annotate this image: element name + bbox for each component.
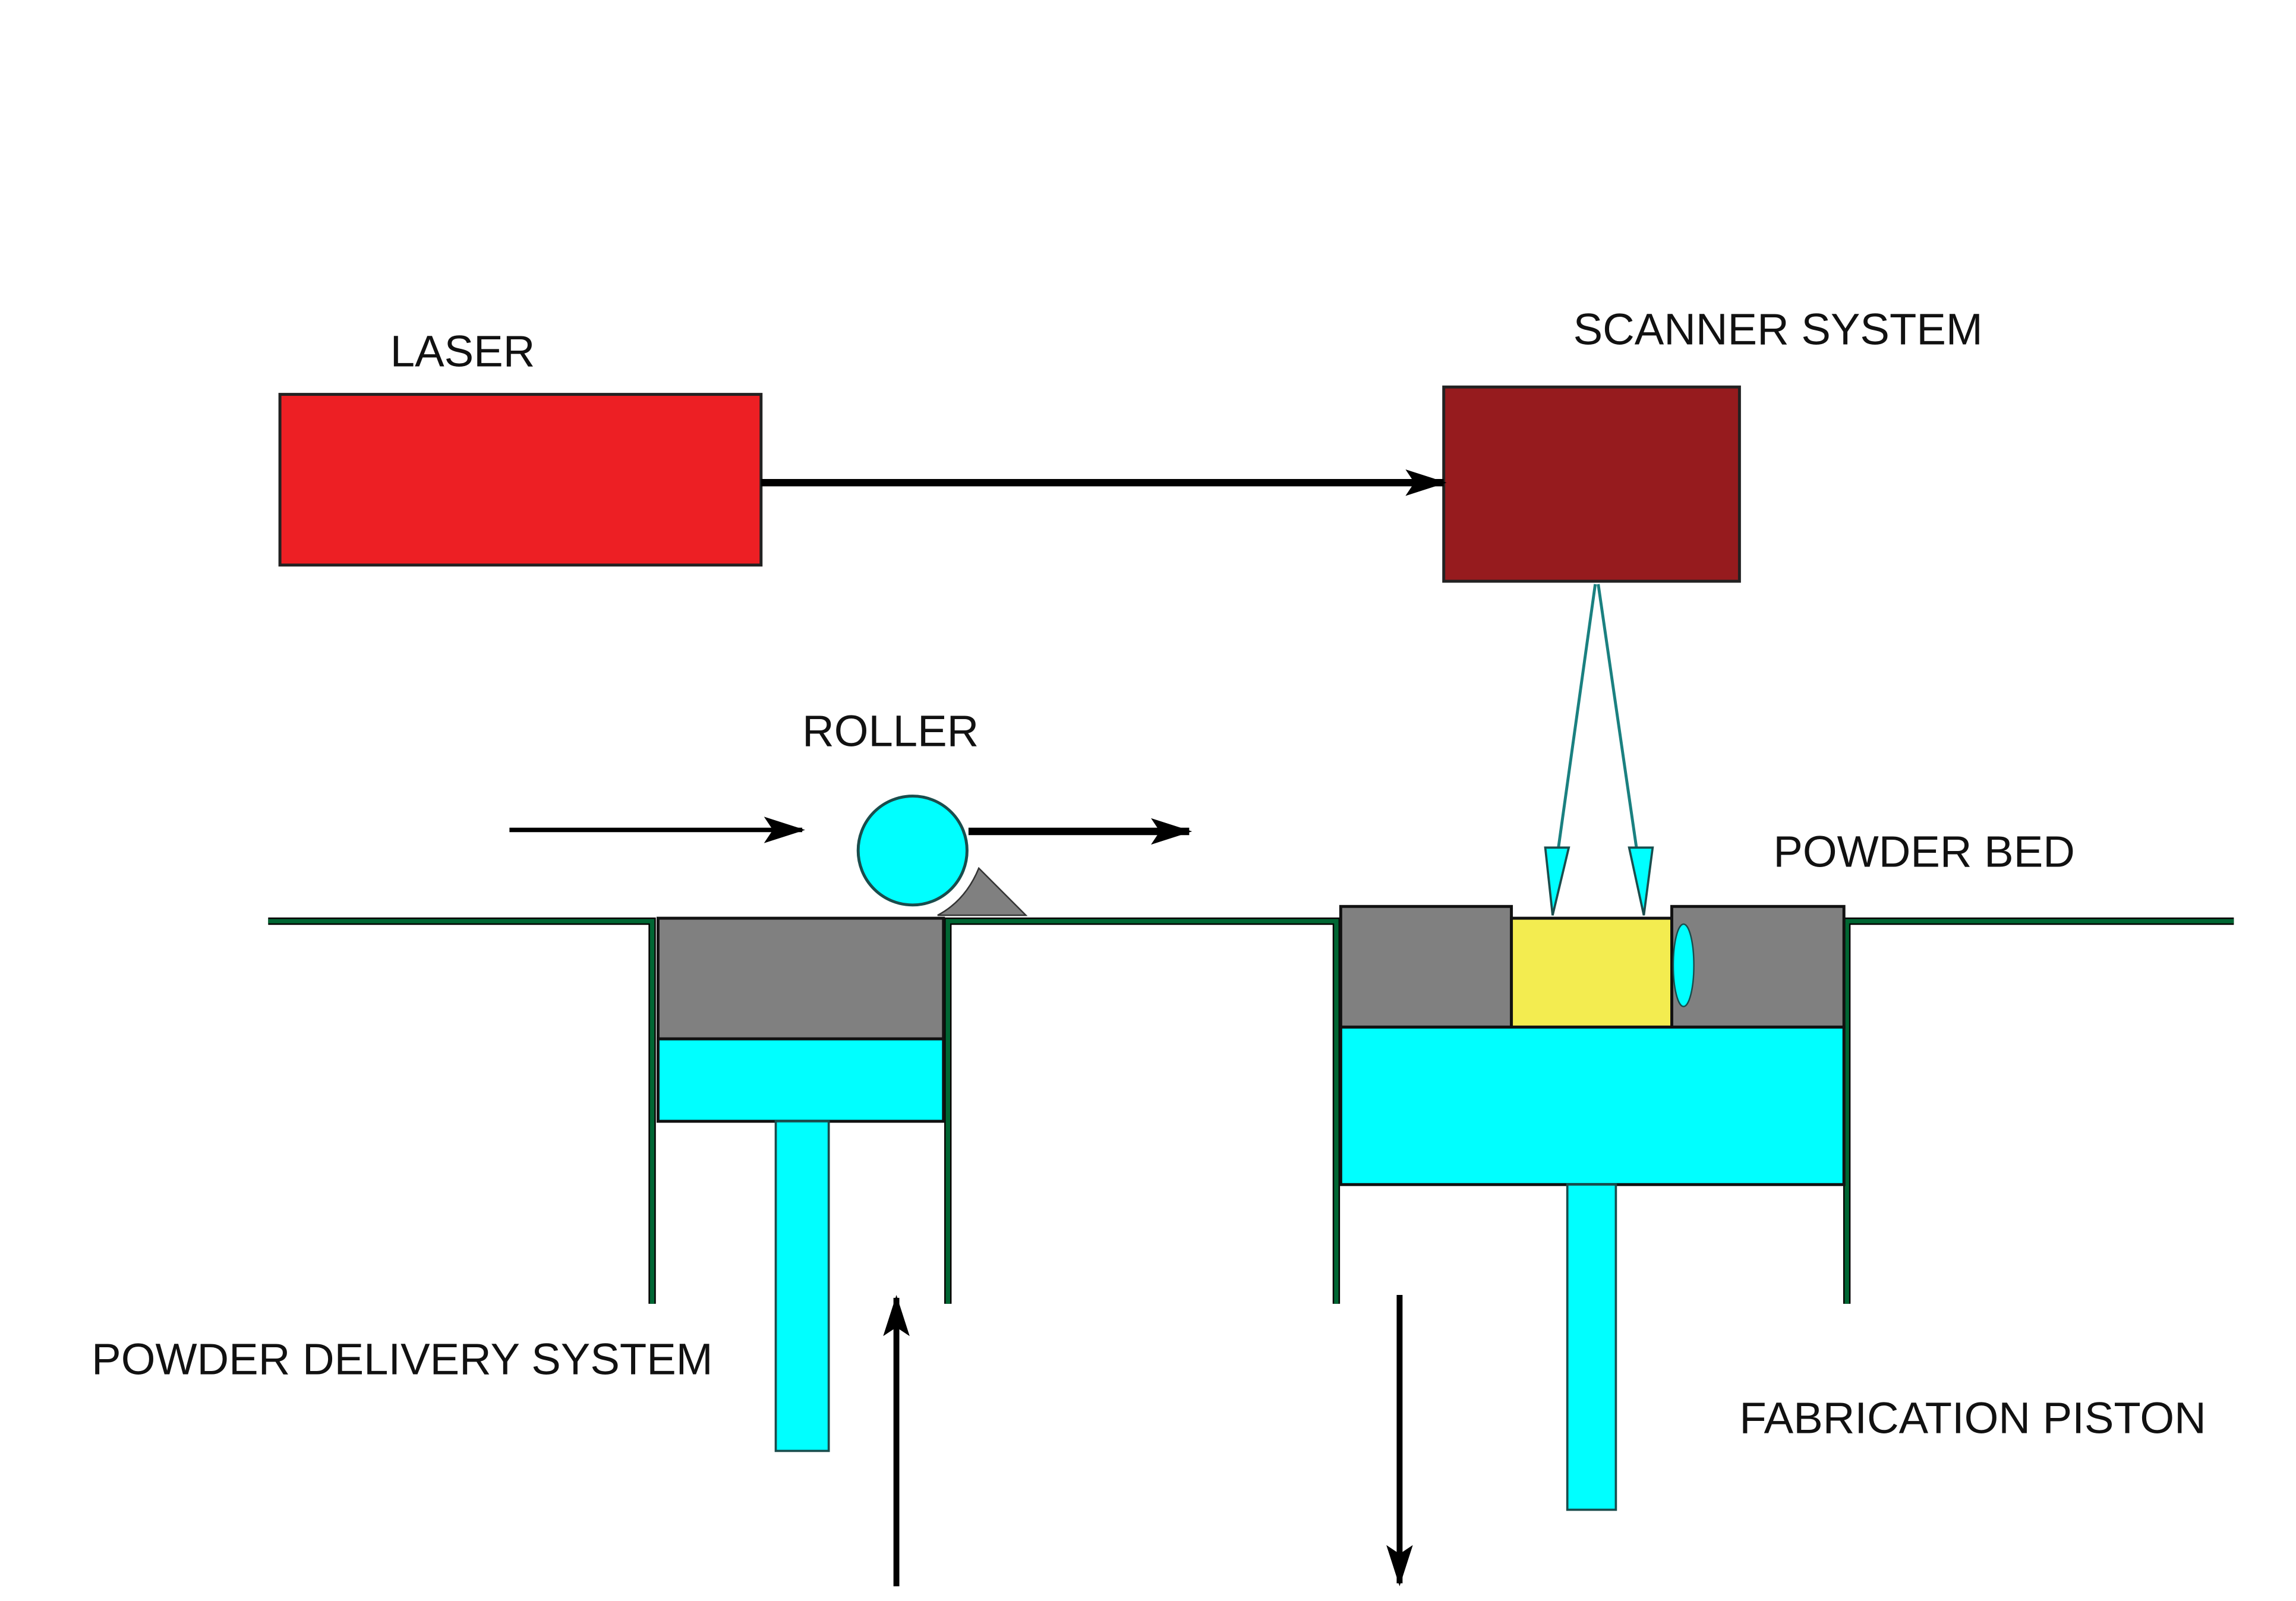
laser-box [278,393,763,567]
roller-label: ROLLER [802,706,979,755]
machine-frame [268,917,2234,1304]
powder-delivery-label: POWDER DELIVERY SYSTEM [92,1335,712,1384]
scanned-beams [1544,584,1654,916]
delivery-piston-plate [656,1037,945,1123]
powder-bed-left [1339,904,1513,1029]
fabrication-piston-label: FABRICATION PISTON [1739,1394,2206,1443]
delivery-powder [656,916,945,1041]
laser-spot [1672,923,1695,1007]
scanner-box [1442,385,1741,583]
roller [856,795,969,907]
powder-spread-wedge [937,866,1028,916]
powder-bed-right [1670,904,1846,1029]
beam-arrowhead-right [1628,846,1654,916]
sintered-part [1510,916,1673,1029]
laser-label: LASER [390,327,535,376]
powder-bed-label: POWDER BED [1773,827,2075,876]
fabrication-piston-rod [1566,1183,1617,1511]
beam-arrowhead-left [1544,846,1570,916]
delivery-piston-rod [774,1120,830,1452]
scanner-label: SCANNER SYSTEM [1573,304,1983,354]
fabrication-piston-plate [1339,1025,1846,1186]
